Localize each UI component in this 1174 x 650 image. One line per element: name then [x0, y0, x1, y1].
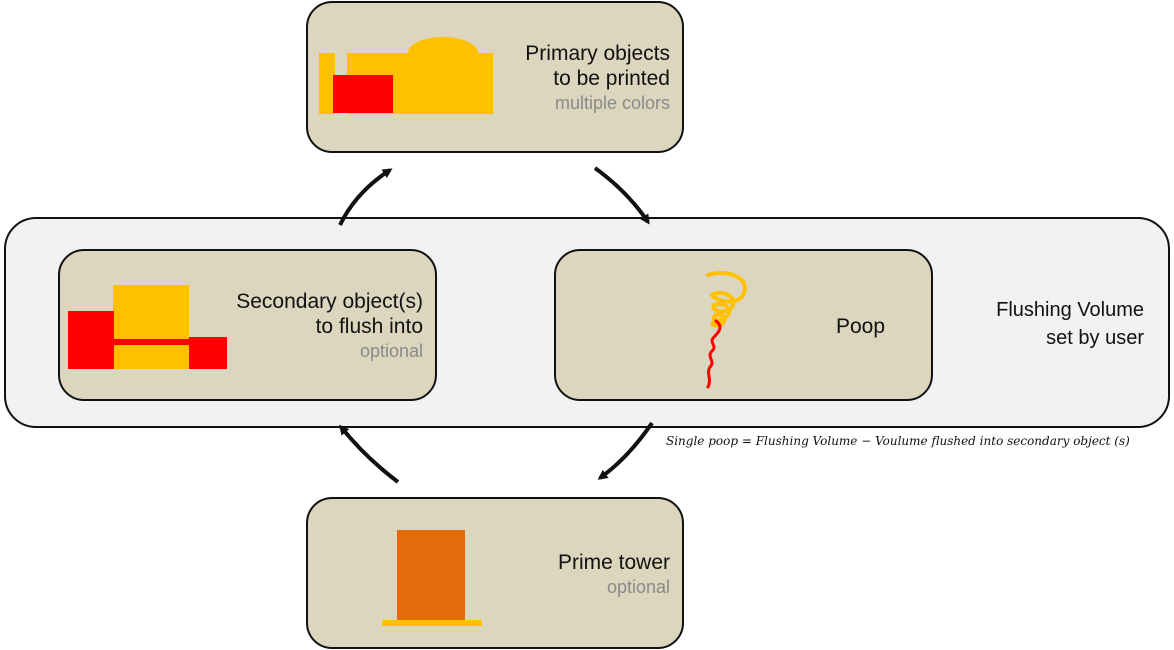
poop-formula: Single poop = Flushing Volume − Voulume … — [666, 434, 1130, 448]
primary-label: Primary objects to be printed multiple c… — [525, 41, 670, 116]
arrow-prime-to-secondary — [339, 424, 400, 484]
secondary-red-stripe — [114, 339, 189, 345]
arrow-poop-to-prime — [597, 421, 654, 480]
secondary-red-left-block — [68, 311, 114, 369]
prime-tower-node: Prime tower optional — [306, 497, 684, 649]
prime-tower-label-main: Prime tower — [557, 551, 670, 574]
primary-objects-node: Primary objects to be printed multiple c… — [306, 1, 684, 153]
arrow-primary-to-poop — [593, 166, 650, 225]
primary-red-block — [333, 75, 393, 113]
secondary-label: Secondary object(s) to flush into option… — [236, 289, 423, 364]
secondary-label-line1: Secondary object(s) — [236, 290, 423, 313]
secondary-label-line2: to flush into — [315, 315, 423, 338]
prime-tower-label-sub: optional — [606, 577, 670, 597]
secondary-label-sub: optional — [359, 341, 423, 361]
prime-tower-base — [382, 620, 482, 626]
primary-yellow-dome — [408, 37, 478, 69]
secondary-red-right-block — [189, 337, 227, 369]
prime-tower-body — [397, 530, 465, 622]
secondary-yellow-tower — [113, 285, 189, 369]
primary-yellow-pillar — [319, 53, 335, 114]
prime-tower-label: Prime tower optional — [558, 550, 670, 600]
secondary-object-node: Secondary object(s) to flush into option… — [58, 249, 437, 401]
primary-label-line1: Primary objects — [525, 42, 670, 65]
poop-label: Poop — [835, 315, 885, 338]
poop-node: Poop — [554, 249, 933, 401]
primary-label-line2: to be printed — [553, 67, 670, 90]
poop-squiggle — [706, 271, 747, 389]
flushing-volume-line2: set by user — [1046, 327, 1144, 349]
flushing-volume-label: Flushing Volume set by user — [996, 296, 1144, 352]
flushing-volume-line1: Flushing Volume — [996, 299, 1144, 321]
primary-label-sub: multiple colors — [554, 93, 670, 113]
